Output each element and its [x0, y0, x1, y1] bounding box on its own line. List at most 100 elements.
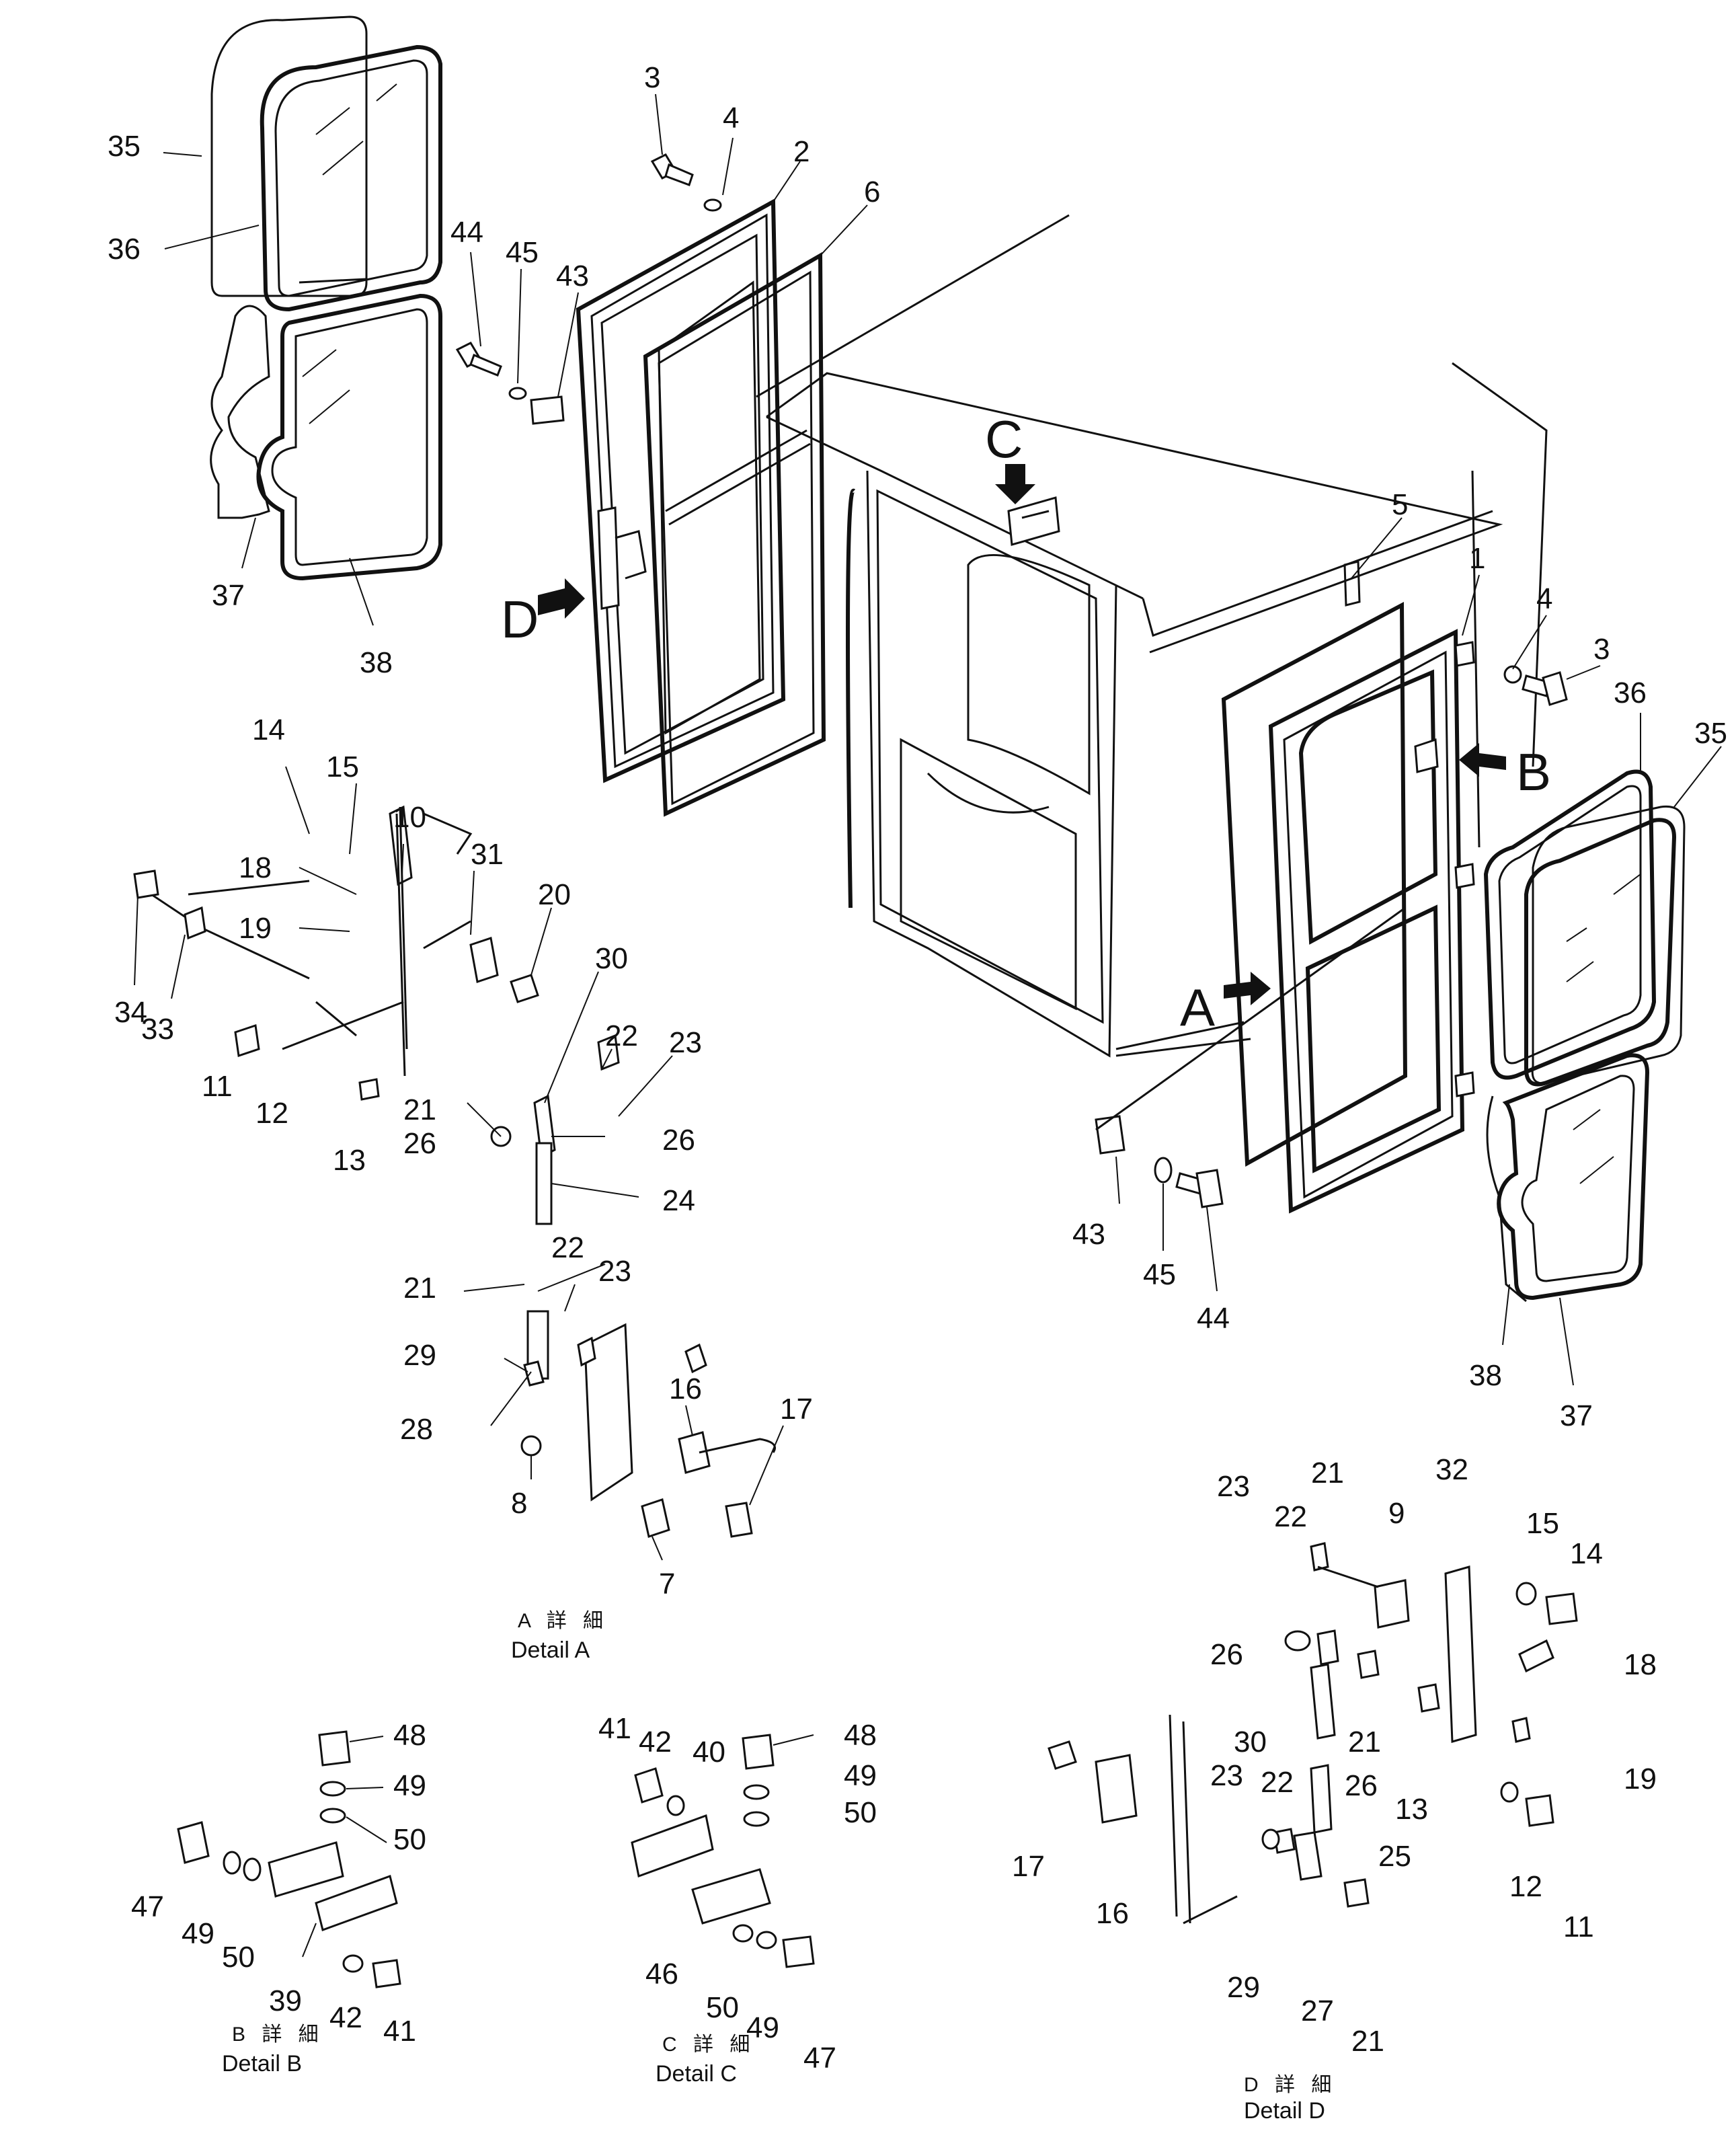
label-8: 8: [511, 1487, 527, 1520]
label-2: 2: [793, 135, 810, 168]
label-21d2: 21: [1348, 1726, 1381, 1758]
label-41b: 41: [383, 2015, 416, 2048]
left-glass-assembly: [210, 15, 442, 581]
label-23d2: 23: [1210, 1759, 1243, 1792]
label-49b2: 49: [182, 1917, 214, 1950]
detail-b-caption-jp: B 詳 細: [232, 2023, 324, 2046]
right-door: [1221, 560, 1475, 1214]
label-22d2: 22: [1261, 1766, 1294, 1799]
label-39: 39: [269, 1984, 302, 2017]
label-29d: 29: [1227, 1971, 1260, 2004]
right-glass-assembly: [1483, 769, 1686, 1303]
label-31: 31: [471, 838, 504, 871]
detail-a-parts: [133, 805, 776, 1538]
label-33: 33: [141, 1013, 174, 1046]
detail-c-caption-en: Detail C: [656, 2061, 737, 2087]
label-35b: 35: [1694, 717, 1727, 750]
label-25: 25: [1378, 1840, 1411, 1873]
label-43b: 43: [1072, 1218, 1105, 1251]
label-3b: 3: [1593, 633, 1610, 666]
label-10: 10: [393, 801, 426, 834]
label-26b: 26: [662, 1124, 695, 1157]
label-16: 16: [669, 1372, 702, 1405]
label-34: 34: [114, 996, 147, 1029]
label-42b: 42: [329, 2001, 362, 2034]
label-21b: 21: [403, 1272, 436, 1305]
label-49b: 49: [393, 1769, 426, 1802]
label-49c: 49: [844, 1759, 877, 1792]
label-18: 18: [239, 851, 272, 884]
label-36b: 36: [1614, 676, 1647, 709]
label-35: 35: [108, 130, 141, 163]
label-3: 3: [644, 61, 660, 94]
label-29: 29: [403, 1339, 436, 1372]
label-38b: 38: [1469, 1359, 1502, 1392]
callout-a: A: [1180, 978, 1215, 1037]
leader-lines: [134, 93, 1722, 1958]
label-40: 40: [693, 1736, 725, 1769]
label-22b: 22: [551, 1231, 584, 1264]
label-43: 43: [556, 260, 589, 293]
left-door: [576, 198, 826, 817]
label-36: 36: [108, 233, 141, 266]
label-27: 27: [1301, 1995, 1334, 2027]
label-45b: 45: [1143, 1258, 1176, 1291]
label-15d: 15: [1526, 1507, 1559, 1540]
label-1: 1: [1469, 542, 1485, 575]
callout-b: B: [1516, 742, 1551, 802]
label-26d: 26: [1210, 1638, 1243, 1671]
label-47c: 47: [803, 2042, 836, 2075]
label-12d: 12: [1509, 1870, 1542, 1903]
label-28: 28: [400, 1413, 433, 1446]
label-49c2: 49: [746, 2011, 779, 2044]
label-22d: 22: [1274, 1500, 1307, 1533]
label-7: 7: [659, 1567, 675, 1600]
detail-d-caption-en: Detail D: [1244, 2098, 1325, 2124]
label-21d3: 21: [1351, 2025, 1384, 2058]
detail-d-parts: [1048, 1542, 1578, 1925]
label-48b: 48: [393, 1719, 426, 1752]
detail-b-parts: [177, 1730, 401, 1988]
label-21: 21: [403, 1093, 436, 1126]
label-50b: 50: [393, 1823, 426, 1856]
label-50c: 50: [844, 1796, 877, 1829]
label-46: 46: [645, 1958, 678, 1990]
callout-c: C: [985, 410, 1023, 469]
label-22: 22: [605, 1019, 638, 1052]
part-labels: 3 4 2 6 35 36 37 38 44 45 43 C D A B 5 1…: [108, 61, 1727, 2124]
callout-d: D: [501, 590, 539, 649]
cab-body: [756, 214, 1548, 1058]
label-14d: 14: [1570, 1537, 1603, 1570]
label-12: 12: [255, 1097, 288, 1130]
detail-a-caption-en: Detail A: [511, 1637, 590, 1663]
label-11: 11: [202, 1070, 233, 1103]
label-23d: 23: [1217, 1470, 1250, 1503]
label-17: 17: [780, 1393, 813, 1426]
label-4: 4: [723, 102, 739, 134]
label-15: 15: [326, 750, 359, 783]
label-19: 19: [239, 912, 272, 945]
bolts-top: [455, 153, 1568, 1208]
label-6: 6: [864, 176, 880, 208]
label-20: 20: [538, 878, 571, 911]
label-9: 9: [1388, 1497, 1405, 1530]
detail-c-parts: [631, 1734, 815, 1968]
label-32: 32: [1435, 1453, 1468, 1486]
label-30d: 30: [1234, 1726, 1267, 1758]
detail-c-caption-jp: C 詳 細: [662, 2034, 755, 2056]
label-38: 38: [360, 646, 393, 679]
detail-d-caption-jp: D 詳 細: [1244, 2074, 1337, 2096]
label-23b: 23: [598, 1255, 631, 1288]
label-16d: 16: [1096, 1897, 1129, 1930]
label-50b2: 50: [222, 1941, 255, 1974]
label-5: 5: [1392, 488, 1408, 521]
label-44: 44: [450, 216, 483, 249]
label-26d2: 26: [1345, 1769, 1378, 1802]
label-18d: 18: [1624, 1648, 1657, 1681]
label-50c2: 50: [706, 1991, 739, 2024]
callout-arrows: [538, 464, 1506, 1005]
label-45: 45: [506, 236, 539, 269]
label-30: 30: [595, 942, 628, 975]
detail-b-caption-en: Detail B: [222, 2051, 302, 2077]
label-13d: 13: [1395, 1793, 1428, 1826]
